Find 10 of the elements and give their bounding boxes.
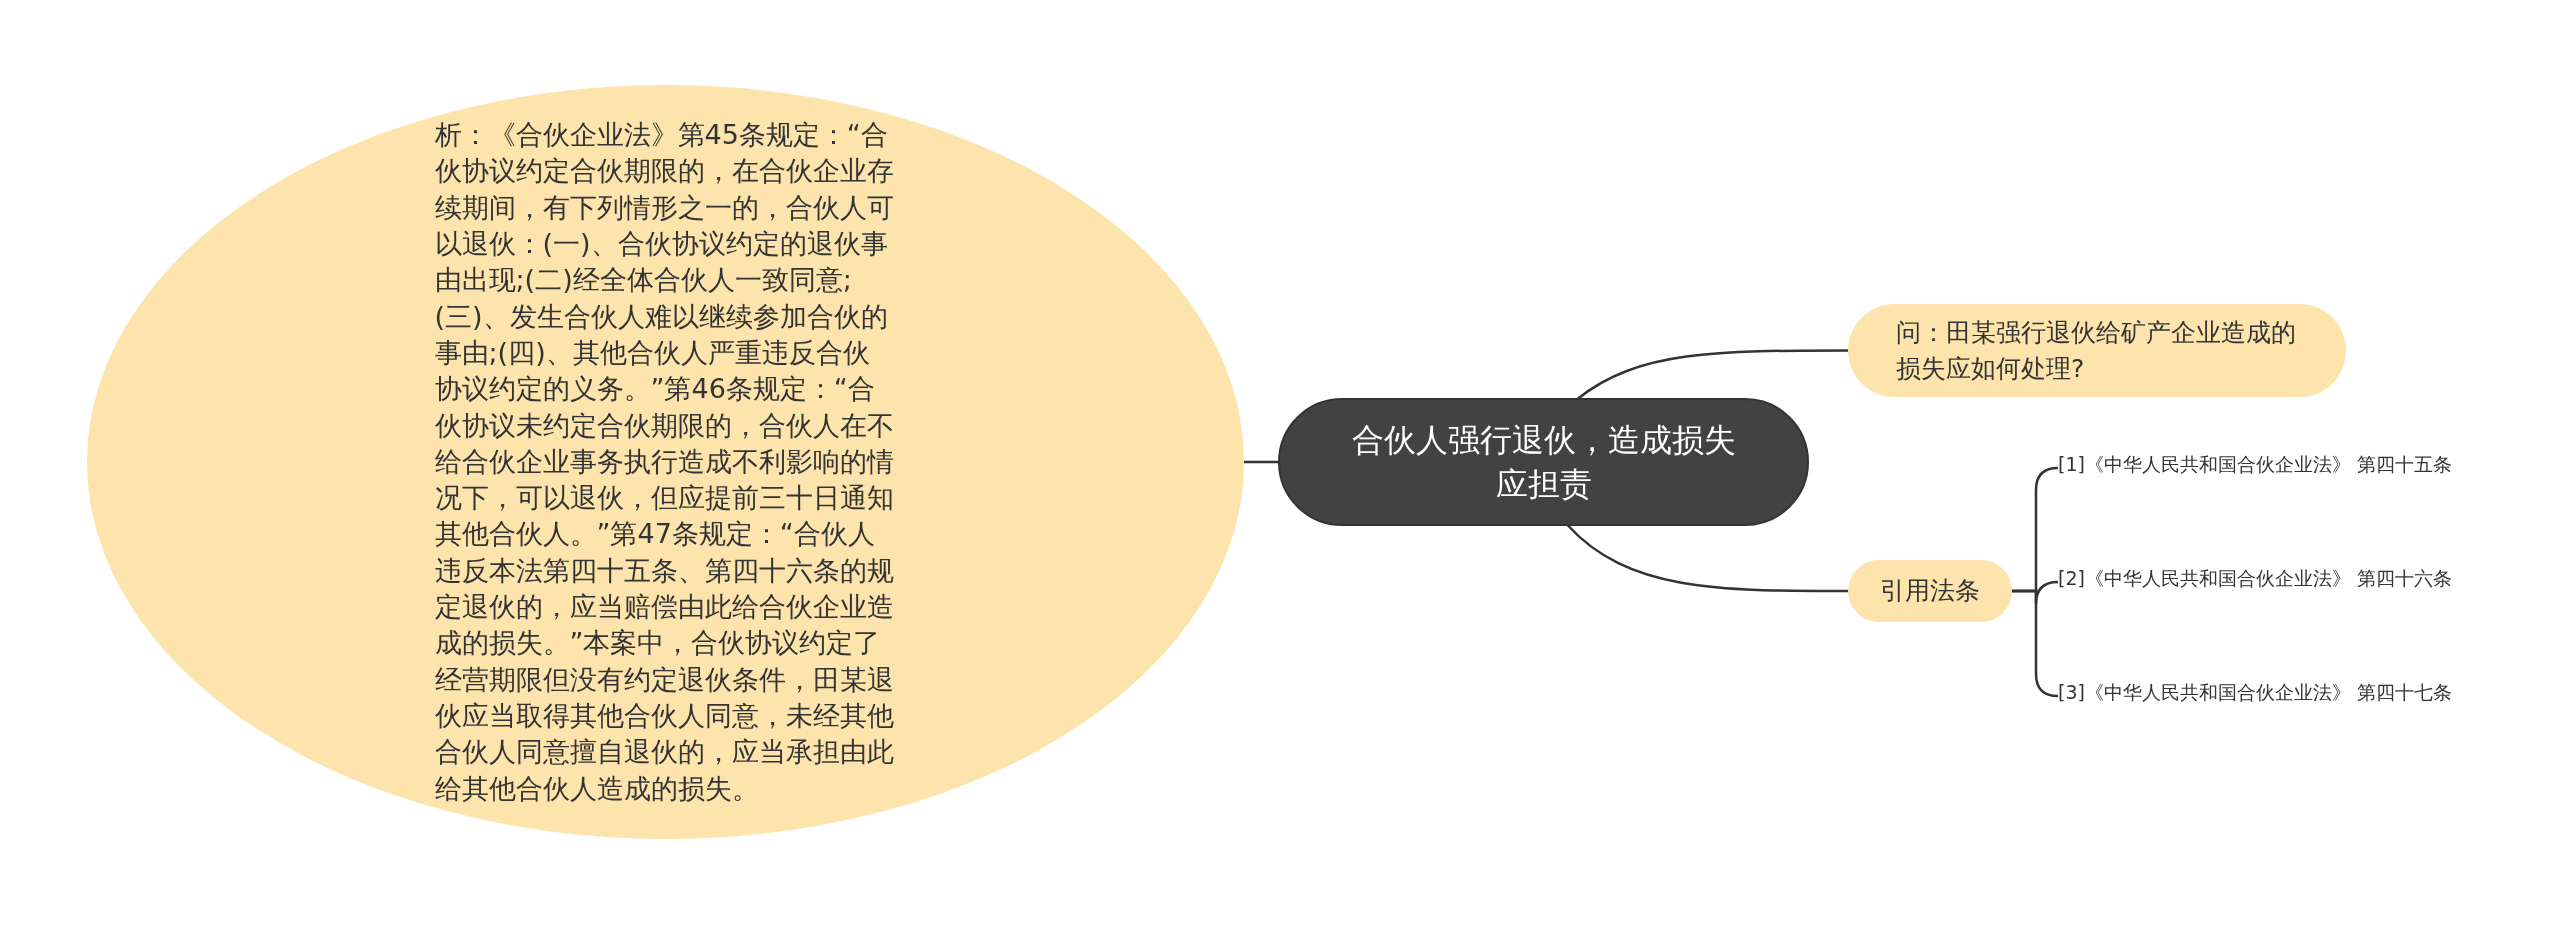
topic-text: 引用法条 [1880,575,1980,607]
topic-text: 问：田某强行退伙给矿产企业造成的损失应如何处理? [1896,316,2296,385]
connector-line [1576,349,1848,400]
citation-text: [3]《中华人民共和国合伙企业法》 第四十七条 [2058,680,2456,704]
connector-line [1244,460,1278,464]
connector-line [1566,524,1848,593]
citation-text: [1]《中华人民共和国合伙企业法》 第四十五条 [2058,452,2456,476]
topic-text: 合伙人强行退伙，造成损失应担责 [1350,420,1737,505]
note-text: 析：《合伙企业法》第45条规定：“合伙协议约定合伙期限的，在合伙企业存续期间，有下列情形之一的，合伙人可以退伙：(一)、合伙协议约定的退伙事由出现;(二)经全体合伙人一致同意;(三)、发生合伙人难以继续参加合伙的事由;(四)、其他合伙人严重违反合伙协议约定的义务。”第46条规定：“合伙协议未约定合伙期限的，合伙人在不给合伙企业事务执行造成不利影响的情况下，可以退伙，但应提前三十日通知其他合伙人。”第47条规定：“合伙人违反本法第四十五条、第四十六条的规定退伙的，应当赔偿由此给合伙企业造成的损失。”本案中，合伙协议约定了经营期限但没有约定退伙条件，田某退伙应当取得其他合伙人同意，未经其他合伙人同意擅自退伙的，应当承担由此给其他合伙人造成的损失。 [434,118,895,806]
citation-text: [2]《中华人民共和国合伙企业法》 第四十六条 [2058,566,2456,590]
